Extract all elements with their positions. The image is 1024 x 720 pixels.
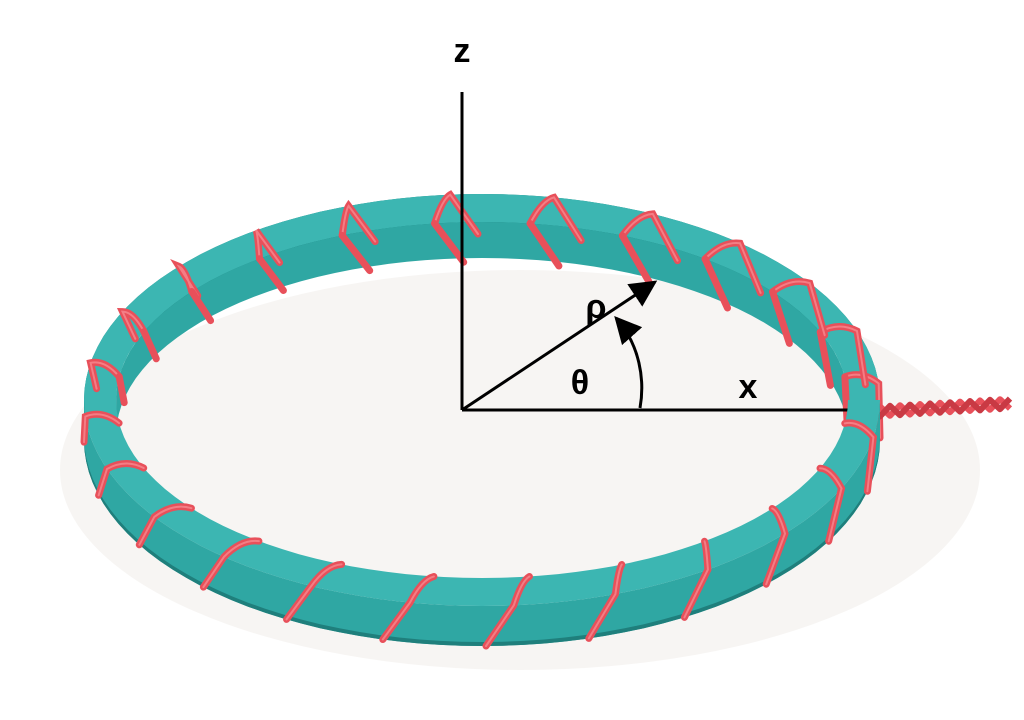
ring-back-inner-wall [116,222,848,433]
ring-back-half [84,190,884,442]
winding-turn [816,464,846,545]
winding-wire-inner [701,255,731,312]
winding-turn [769,278,829,347]
winding-wire-highlight [97,462,145,497]
winding-wire-highlight [285,563,343,621]
winding-turn [680,537,712,621]
winding-wire-highlight [587,563,623,640]
winding-turn [95,460,148,499]
winding-turn [338,199,379,275]
angle-arc-arrow [614,315,644,409]
winding-wire-inner [115,373,128,407]
winding-wire-highlight [341,204,377,243]
winding-wire-highlight [138,505,193,546]
winding-wire-highlight [255,229,281,264]
winding-wire-inner [338,232,374,275]
winding-turn [526,193,585,270]
winding-wire-inner [816,328,834,389]
winding-turn [80,410,123,446]
angle-label: θ [571,364,589,402]
ring-back-top [84,194,880,400]
winding-turn [199,537,263,591]
lead-wires [868,396,1013,420]
radius-label: ρ [585,288,606,326]
winding-wire-inner [256,255,287,294]
winding-wire-highlight [621,212,679,262]
winding-wire-highlight [485,575,531,647]
winding-turn [585,561,626,642]
x-axis-label: x [739,368,758,406]
winding-wire-highlight [819,467,843,543]
winding-wire-highlight [120,310,145,340]
winding-turn [170,258,215,325]
winding-turn [618,210,681,286]
winding-wire-inner [140,328,160,363]
winding-turn [431,190,482,266]
winding-wire-highlight [843,421,875,493]
winding-wire-highlight [765,507,787,586]
winding-turn [116,308,160,363]
winding-wire-highlight [433,193,479,235]
winding-wire-inner [769,288,793,347]
winding-wire-highlight [202,539,260,589]
winding-wire-highlight [683,540,709,619]
winding-wire-highlight [176,264,199,297]
z-axis-label: z [454,32,471,70]
winding-turn [482,573,533,650]
lead-wire-b [868,396,1013,420]
winding-turn [252,228,287,294]
winding-wire-inner [618,232,653,286]
winding-turn [379,573,438,643]
winding-wire-highlight [89,361,121,390]
ring-front-half [80,400,880,650]
winding-wire-highlight [771,280,826,337]
winding-wire-inner [431,220,468,266]
winding-wire-highlight [83,413,121,444]
winding-wire-highlight [529,196,583,242]
winding-turn [701,239,765,312]
winding-wire-inner [188,288,215,325]
winding-turn [135,503,195,549]
radius-vector-arrow [461,280,658,412]
ring-front-top [84,400,880,606]
winding-turn [86,358,128,407]
ring-front-outer-wall [84,400,880,646]
winding-wire-highlight [704,241,762,294]
winding-wire-inner [526,220,563,270]
winding-turn [841,419,878,495]
winding-turn [283,560,346,623]
winding-turn [762,505,789,588]
winding-wire-highlight [381,575,435,641]
